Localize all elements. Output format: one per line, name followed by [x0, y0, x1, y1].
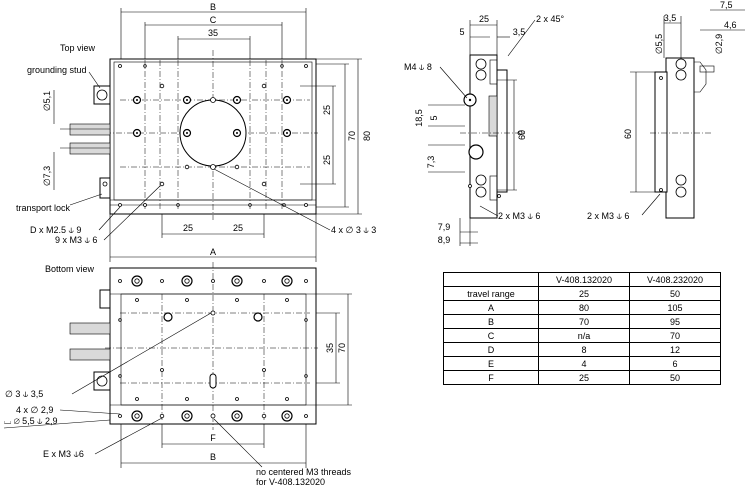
- motor-upper-bottom: [69, 322, 111, 335]
- spec-table: V-408.132020 V-408.232020 travel range 2…: [443, 272, 721, 385]
- dim-side-60: 60: [517, 130, 527, 140]
- dim-phi-51: ∅5,1: [42, 91, 52, 111]
- label-cbore: ⌴ ∅ 5,5 ⫝ 2,9: [4, 416, 58, 426]
- table-cell: B: [443, 314, 539, 329]
- dim-right-55: ∅5,5: [654, 34, 664, 54]
- table-cell: 25: [538, 286, 630, 301]
- table-cell: 50: [629, 370, 721, 385]
- dim-right-29: ∅2,9: [714, 34, 724, 54]
- label-top-view: Top view: [60, 43, 96, 53]
- dim-side-185: 18,5: [414, 109, 424, 127]
- slot: [209, 373, 217, 389]
- dim-f: F: [210, 433, 216, 443]
- dim-side-89: 8,9: [438, 235, 451, 245]
- dim-side-73: 7,3: [426, 156, 436, 169]
- bottom-view: Bottom view: [3, 262, 352, 487]
- table-cell: 70: [538, 314, 630, 329]
- table-cell: E: [443, 356, 539, 371]
- table-cell: A: [443, 300, 539, 315]
- top-view: B C 35: [16, 2, 376, 262]
- label-e-m3: E x M3 ⫝6: [43, 449, 84, 459]
- dim-80: 80: [362, 131, 372, 141]
- dim-bottom-70: 70: [337, 343, 347, 353]
- dim-side-5: 5: [459, 27, 464, 37]
- motor-lower: [69, 142, 111, 155]
- dim-25-right: 25: [233, 223, 243, 233]
- dim-c: C: [210, 15, 217, 25]
- dim-bottom-35: 35: [325, 343, 335, 353]
- table-row: F 25 50: [443, 370, 721, 385]
- dim-25-left: 25: [183, 223, 193, 233]
- table-header-cell: V-408.132020: [538, 272, 630, 287]
- label-2-m3-a: 2 x M3 ⫝ 6: [498, 211, 540, 221]
- table-cell: 6: [629, 356, 721, 371]
- label-d3-35: ∅ 3 ⫝ 3,5: [5, 389, 43, 399]
- dim-right-75: 7,5: [720, 0, 733, 10]
- table-cell: 95: [629, 314, 721, 329]
- table-row: B 70 95: [443, 314, 721, 329]
- dim-a: A: [210, 247, 216, 257]
- side-view: 25 5 3,5 2 x 45° M4 ⫝ 8 18,5 5 7,3: [404, 14, 565, 246]
- table-cell: 70: [629, 328, 721, 343]
- label-bottom-view: Bottom view: [45, 264, 95, 274]
- dim-35-top: 35: [208, 28, 218, 38]
- label-2-m3-b: 2 x M3 ⫝ 6: [587, 211, 629, 221]
- label-m4: M4 ⫝ 8: [404, 62, 432, 72]
- motor-upper: [69, 123, 111, 136]
- table-cell: 8: [538, 342, 630, 357]
- table-cell: C: [443, 328, 539, 343]
- label-d-m25: D x M2.5 ⫝ 9: [30, 225, 81, 235]
- dim-25-upper: 25: [322, 105, 332, 115]
- label-4-d3: 4 x ∅ 3 ⫝ 3: [331, 225, 376, 235]
- table-cell: 12: [629, 342, 721, 357]
- side-rail: [488, 95, 498, 137]
- table-header-row: V-408.132020 V-408.232020: [443, 272, 721, 287]
- dim-right-35: 3,5: [664, 13, 677, 23]
- table-cell: n/a: [538, 328, 630, 343]
- table-header-cell: V-408.232020: [629, 272, 721, 287]
- dim-side-25: 25: [479, 14, 489, 24]
- transport-lock: [99, 177, 111, 199]
- right-view: 3,5 7,5 4,6 ∅5,5 ∅2,9 60 2 x M3 ⫝ 6: [587, 0, 745, 221]
- dim-b-top: B: [210, 2, 216, 12]
- table-cell: D: [443, 342, 539, 357]
- dim-b-bottom: B: [210, 452, 216, 462]
- label-grounding-stud: grounding stud: [27, 65, 87, 75]
- table-row: C n/a 70: [443, 328, 721, 343]
- label-4-d29: 4 x ∅ 2,9: [16, 405, 53, 415]
- table-row: D 8 12: [443, 342, 721, 357]
- table-cell: 25: [538, 370, 630, 385]
- dim-25-lower: 25: [322, 155, 332, 165]
- dim-phi-73: ∅7,3: [42, 166, 52, 186]
- dim-side-79: 7,9: [438, 222, 451, 232]
- table-header-cell: [443, 272, 539, 287]
- label-transport-lock: transport lock: [16, 203, 71, 213]
- table-cell: 50: [629, 286, 721, 301]
- table-cell: 105: [629, 300, 721, 315]
- table-row: E 4 6: [443, 356, 721, 371]
- dim-70: 70: [347, 131, 357, 141]
- label-no-centered-1: no centered M3 threads: [256, 467, 352, 477]
- label-9-m3: 9 x M3 ⫝ 6: [55, 235, 97, 245]
- dim-right-60: 60: [623, 129, 633, 139]
- table-cell: travel range: [443, 286, 539, 301]
- table-cell: F: [443, 370, 539, 385]
- stage-bottom-plate: [109, 267, 317, 425]
- label-2-45: 2 x 45°: [536, 14, 565, 24]
- dim-right-46: 4,6: [724, 20, 737, 30]
- dim-side-5b: 5: [429, 115, 439, 120]
- dim-side-35: 3,5: [513, 27, 526, 37]
- table-cell: 80: [538, 300, 630, 315]
- table-row: A 80 105: [443, 300, 721, 315]
- side-carriage: [496, 69, 508, 193]
- table-row: travel range 25 50: [443, 286, 721, 301]
- table-cell: 4: [538, 356, 630, 371]
- right-carriage: [654, 71, 668, 193]
- motor-lower-bottom: [69, 348, 111, 361]
- label-no-centered-2: for V-408.132020: [256, 477, 325, 487]
